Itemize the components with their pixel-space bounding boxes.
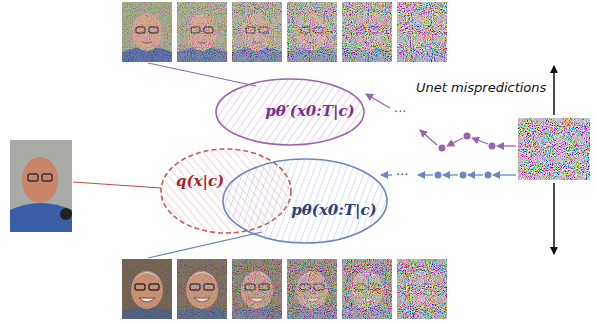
distribution-label: q(x|c)	[176, 172, 224, 190]
annotation: Unet mispredictions	[416, 80, 546, 95]
up-arrow	[553, 66, 555, 115]
ellipsis: ...	[396, 163, 408, 178]
leader-line	[73, 182, 161, 188]
leader-line	[148, 63, 256, 86]
reference-photo	[10, 140, 72, 232]
distribution-ellipse: pθ′(x0:T|c)	[215, 78, 365, 146]
noisy-image-top	[122, 2, 447, 62]
distribution-label: pθ(x0:T|c)	[291, 201, 376, 219]
noisy-image-bottom	[122, 259, 447, 319]
distribution-label: pθ′(x0:T|c)	[265, 102, 354, 120]
down-arrow	[553, 183, 555, 254]
distribution-ellipse: pθ(x0:T|c)	[222, 158, 388, 244]
purple-chain	[366, 94, 516, 152]
noise-image	[518, 118, 590, 180]
leader-line	[148, 232, 262, 258]
ellipsis: ...	[394, 100, 406, 115]
